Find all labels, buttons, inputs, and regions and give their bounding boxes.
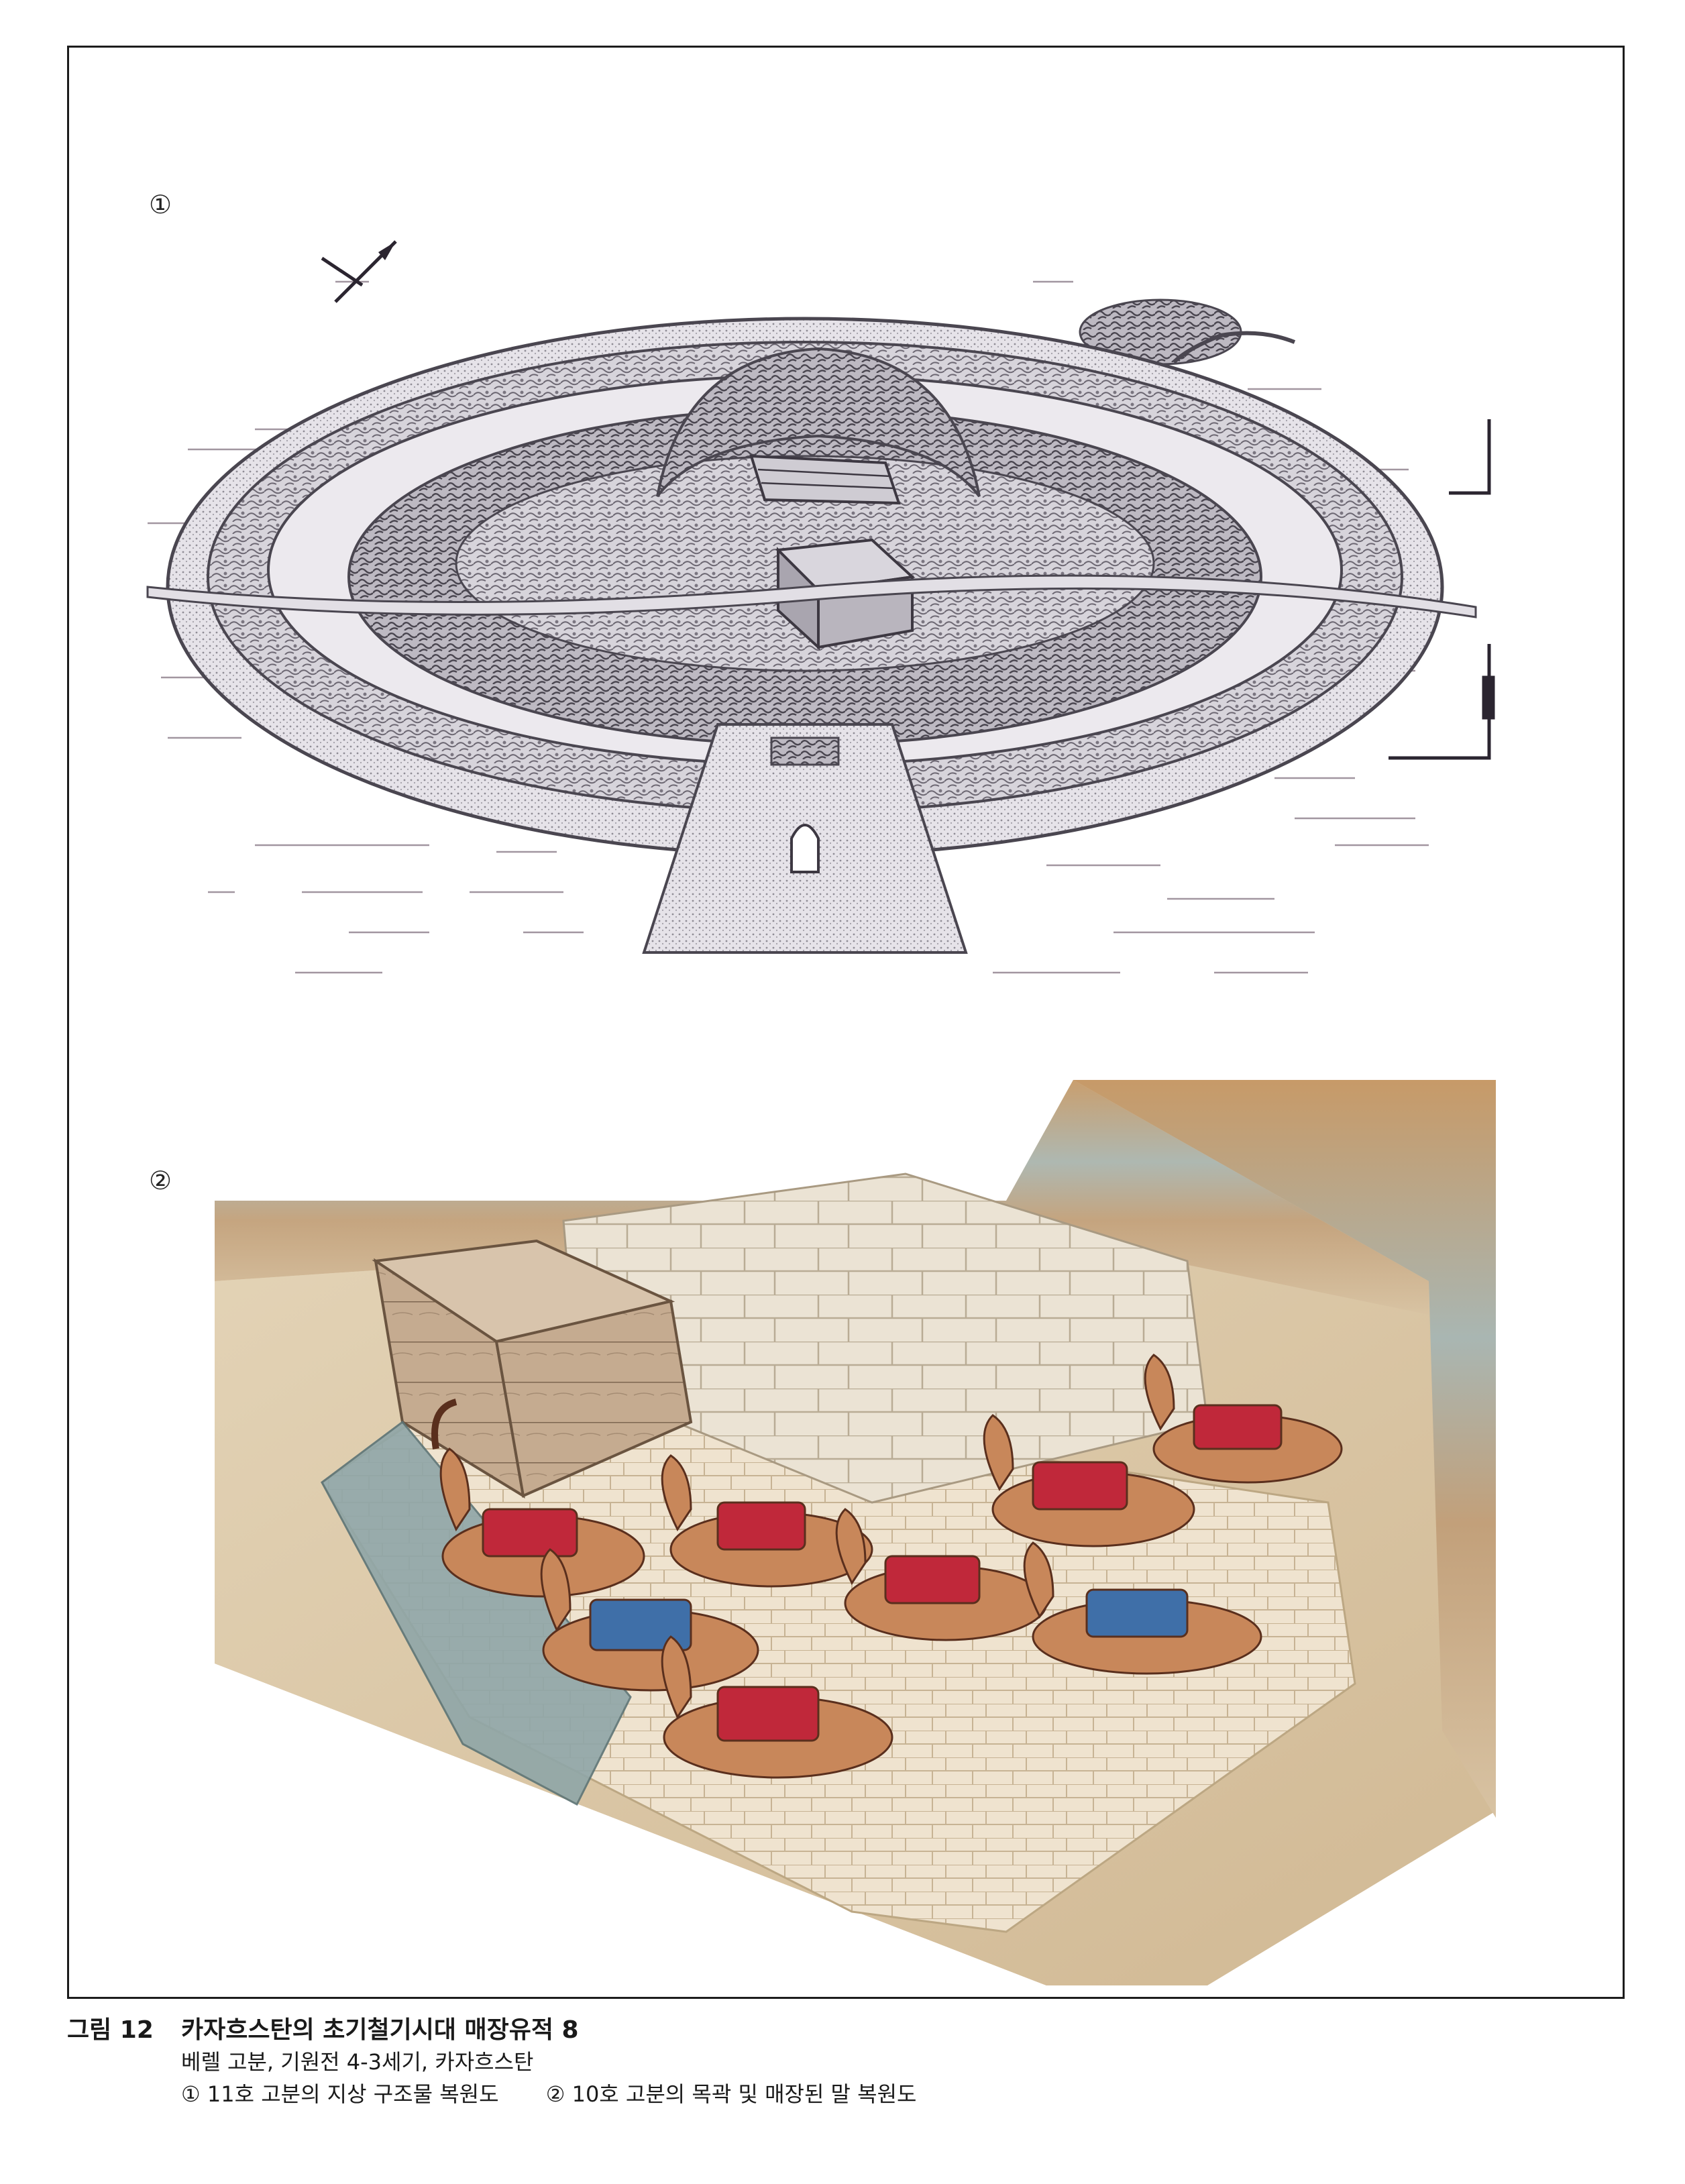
figure-label: 그림 12 bbox=[67, 2016, 154, 2044]
figure-item-list: ① 11호 고분의 지상 구조물 복원도 ② 10호 고분의 목곽 및 매장된 … bbox=[181, 2077, 957, 2108]
panel-marker-1: ① bbox=[149, 190, 172, 219]
figure-item-1: ① 11호 고분의 지상 구조물 복원도 bbox=[181, 2081, 499, 2107]
figure-subtitle: 베렐 고분, 기원전 4-3세기, 카자흐스탄 bbox=[181, 2049, 534, 2075]
figure-caption: 그림 12 카자흐스탄의 초기철기시대 매장유적 8 베렐 고분, 기원전 4-… bbox=[67, 2002, 1625, 2163]
horse-group bbox=[431, 1354, 1343, 1779]
kurgan-surface-structure-drawing bbox=[146, 240, 1495, 974]
figure-title: 카자흐스탄의 초기철기시대 매장유적 8 bbox=[181, 2016, 579, 2044]
panel-marker-2: ② bbox=[149, 1166, 172, 1195]
burial-chamber-horses-drawing bbox=[215, 1080, 1496, 1985]
figure-item-2: ② 10호 고분의 목곽 및 매장된 말 복원도 bbox=[545, 2081, 917, 2107]
